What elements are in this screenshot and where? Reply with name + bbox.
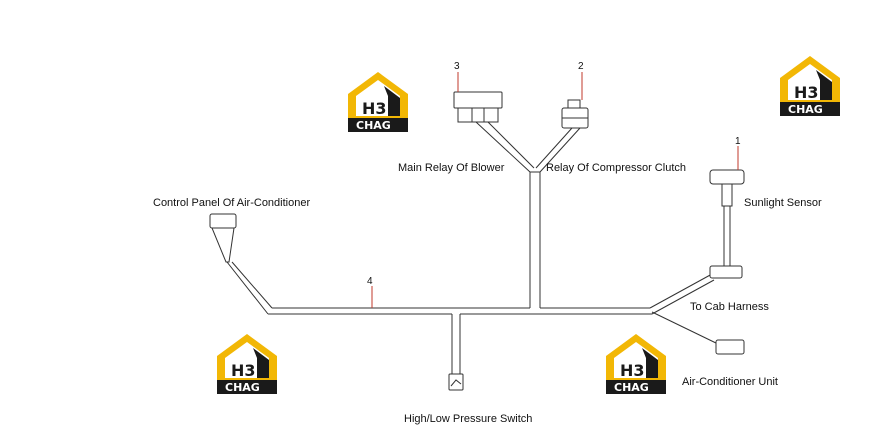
svg-text:H3: H3 [620,361,645,380]
callout-number-2: 2 [578,61,584,72]
relay-riser [529,171,541,308]
main-relay-lead [475,121,535,173]
compressor-relay-lead [535,127,581,173]
callout-number-4: 4 [367,276,373,287]
callout-number-3: 3 [454,61,460,72]
sunlight-sensor-body [709,169,745,207]
harness-wires [226,121,731,374]
cab-harness-branch [649,273,715,315]
control-panel-branch [226,261,273,315]
svg-text:H3: H3 [794,83,819,102]
sunlight-sensor-riser [723,206,731,268]
label-cab-harness: To Cab Harness [690,301,769,313]
label-main-relay: Main Relay Of Blower [398,162,505,174]
compressor-relay-connector [561,99,589,129]
svg-text:H3: H3 [362,99,387,118]
pressure-switch-body [448,373,464,391]
label-pressure-switch: High/Low Pressure Switch [404,413,532,425]
label-ac-unit: Air-Conditioner Unit [682,376,778,388]
watermark-logo: H3 CHAG [780,56,840,116]
svg-text:H3: H3 [231,361,256,380]
label-sunlight-sensor: Sunlight Sensor [744,197,822,209]
svg-text:CHAG: CHAG [614,381,649,394]
pressure-switch-drop [451,314,461,374]
label-compressor-relay: Relay Of Compressor Clutch [546,162,686,174]
svg-text:CHAG: CHAG [225,381,260,394]
callout-number-1: 1 [735,136,741,147]
svg-text:CHAG: CHAG [788,103,823,116]
watermark-logo: H3 CHAG [348,72,408,132]
label-control-panel: Control Panel Of Air-Conditioner [153,197,310,209]
watermark-logo: H3 CHAG [606,334,666,394]
cab-harness-connector [709,265,743,279]
ac-unit-branch [651,311,719,345]
control-panel-connector [209,213,237,263]
watermark-logo: H3 CHAG [217,334,277,394]
ac-unit-connector [715,339,745,355]
svg-text:CHAG: CHAG [356,119,391,132]
main-relay-connector [453,91,503,123]
